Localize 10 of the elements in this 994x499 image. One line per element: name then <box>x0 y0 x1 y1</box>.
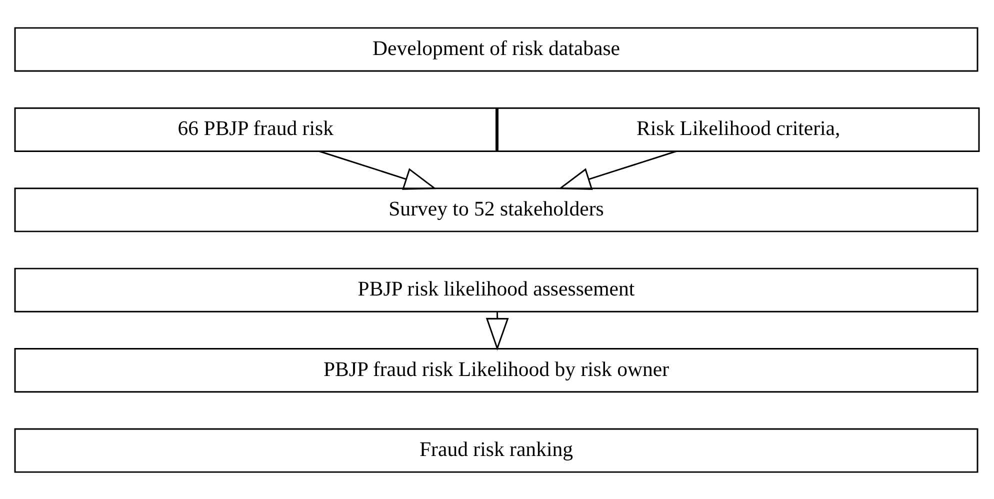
node-box: Development of risk database <box>14 26 978 72</box>
node-box: Fraud risk ranking <box>14 428 978 472</box>
node-box: PBJP fraud risk Likelihood by risk owner <box>14 348 978 392</box>
node-box: Survey to 52 stakeholders <box>14 187 978 232</box>
node-box: 66 PBJP fraud risk <box>14 106 497 152</box>
node-box: Risk Likelihood criteria, <box>497 106 980 152</box>
arrow <box>319 150 437 190</box>
arrow <box>558 150 677 190</box>
node-box: PBJP risk likelihood assessement <box>14 267 978 312</box>
arrow <box>486 311 509 350</box>
